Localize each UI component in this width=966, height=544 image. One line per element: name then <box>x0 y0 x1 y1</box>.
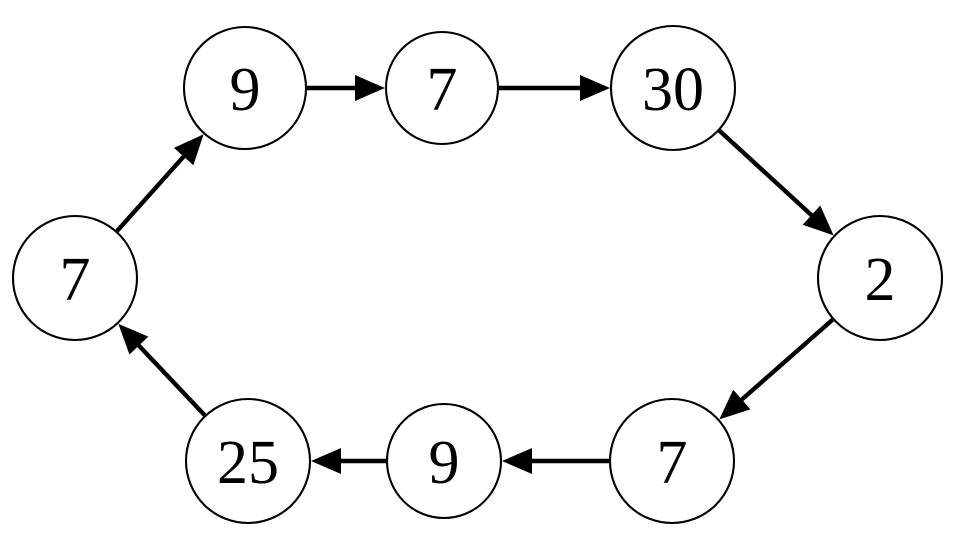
node-label: 25 <box>217 429 279 497</box>
graph-edge <box>118 323 207 417</box>
graph-node[interactable]: 2 <box>816 214 944 342</box>
node-circle[interactable] <box>609 24 737 152</box>
edge-line <box>738 317 835 403</box>
graph-node[interactable]: 7 <box>608 397 736 525</box>
graph-edge <box>311 448 386 474</box>
node-label: 7 <box>427 56 458 124</box>
node-circle[interactable] <box>384 30 500 146</box>
node-circle[interactable] <box>608 397 736 525</box>
edge-arrowhead-icon <box>355 75 385 101</box>
edge-line <box>135 342 207 417</box>
node-layer: 7 9 7 30 2 7 9 25 <box>11 24 944 525</box>
node-label: 30 <box>642 56 704 124</box>
graph-edge <box>307 75 385 101</box>
graph-node[interactable]: 25 <box>184 397 312 525</box>
graph-node[interactable]: 7 <box>11 214 139 342</box>
edge-arrowhead-icon <box>311 448 341 474</box>
edge-line <box>115 153 187 233</box>
edge-line <box>717 128 815 219</box>
node-label: 7 <box>60 246 91 314</box>
node-label: 7 <box>657 429 688 497</box>
node-label: 9 <box>230 56 261 124</box>
graph-node[interactable]: 30 <box>609 24 737 152</box>
edge-arrowhead-icon <box>719 389 751 420</box>
graph-edge <box>717 128 834 236</box>
graph-edge <box>502 448 609 474</box>
graph-edge <box>719 317 835 420</box>
node-circle[interactable] <box>11 214 139 342</box>
node-circle[interactable] <box>385 402 503 520</box>
node-label: 9 <box>429 429 460 497</box>
edge-layer <box>115 75 835 474</box>
graph-edge <box>499 75 610 101</box>
graph-node[interactable]: 9 <box>385 402 503 520</box>
graph-node[interactable]: 9 <box>182 25 308 151</box>
edge-arrowhead-icon <box>580 75 610 101</box>
node-circle[interactable] <box>816 214 944 342</box>
edge-arrowhead-icon <box>502 448 532 474</box>
node-circle[interactable] <box>182 25 308 151</box>
node-label: 2 <box>865 246 896 314</box>
graph-node[interactable]: 7 <box>384 30 500 146</box>
graph-edge <box>115 134 204 233</box>
edge-arrowhead-icon <box>118 323 149 355</box>
edge-arrowhead-icon <box>802 205 834 236</box>
node-circle[interactable] <box>184 397 312 525</box>
edge-arrowhead-icon <box>173 134 204 166</box>
